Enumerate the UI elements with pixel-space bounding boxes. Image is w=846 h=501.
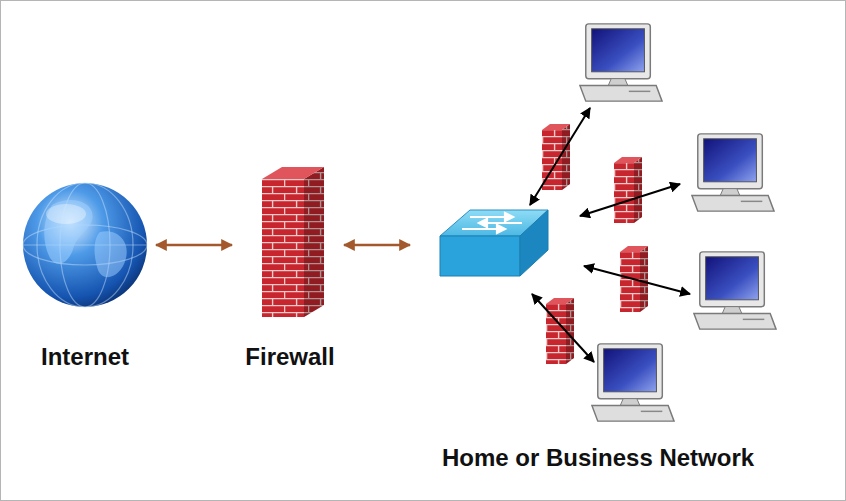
internet-node: Internet (16, 175, 154, 371)
network-switch (440, 210, 548, 276)
computers (580, 24, 776, 421)
link-arrow (156, 244, 232, 247)
node-label: Firewall (234, 343, 346, 371)
host-links (530, 108, 690, 362)
firewall-node: Firewall (234, 165, 346, 371)
main-firewall-wall (262, 167, 324, 317)
node-label: Internet (16, 343, 154, 371)
firewall-switch-arrow (344, 244, 410, 247)
globe-icon (23, 183, 147, 307)
network-caption: Home or Business Network (442, 444, 754, 472)
